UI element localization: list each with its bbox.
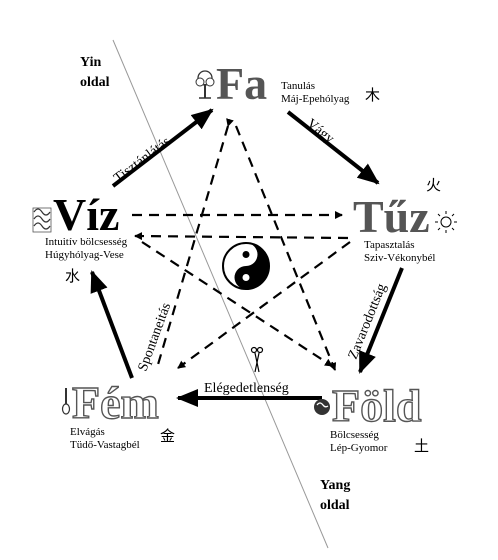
arrow-viz-to-fa bbox=[111, 108, 214, 188]
dash-fa-to-fem bbox=[155, 118, 234, 369]
element-glyph: 水 bbox=[65, 268, 80, 285]
svg-text:oldal: oldal bbox=[320, 498, 350, 513]
arrow-fa-to-tuz bbox=[286, 110, 380, 185]
element-organs: Sziv-Vékonybél bbox=[364, 252, 435, 264]
dash-viz-to-fold bbox=[141, 241, 333, 367]
control-cycle-star bbox=[132, 118, 351, 371]
shovel-icon bbox=[61, 388, 71, 415]
element-glyph: 金 bbox=[160, 428, 175, 445]
element-quality: Tanulás bbox=[281, 80, 315, 92]
yin-yang-icon bbox=[222, 242, 270, 290]
element-quality: Tapasztalás bbox=[364, 239, 415, 251]
element-organs: Húgyhólyag-Vese bbox=[45, 249, 124, 261]
element-glyph: 土 bbox=[414, 438, 429, 455]
label-fold-to-fem: Elégedetlenség bbox=[204, 381, 289, 396]
yang-side-label: Yang oldal bbox=[320, 478, 350, 513]
arrow-fem-to-viz bbox=[90, 270, 134, 379]
wave-icon bbox=[32, 207, 52, 233]
element-quality: Elvágás bbox=[70, 426, 105, 438]
element-tuz: 火 Tűz Tapasztalás Sziv-Vékonybél bbox=[353, 178, 457, 264]
element-organs: Lép-Gyomor bbox=[330, 442, 388, 454]
svg-text:Yang: Yang bbox=[320, 478, 350, 493]
element-organs: Tüdő-Vastagbél bbox=[70, 439, 140, 451]
label-fa-to-tuz: Vágy bbox=[304, 116, 337, 146]
element-glyph: 火 bbox=[426, 178, 441, 194]
dash-tuz-to-fem bbox=[177, 241, 351, 369]
svg-text:oldal: oldal bbox=[80, 75, 110, 90]
element-quality: Intuitív bölcsesség bbox=[45, 236, 128, 248]
element-quality: Bölcsesség bbox=[330, 429, 379, 441]
element-fem: Fém Elvágás Tüdő-Vastagbél 金 bbox=[61, 376, 175, 451]
earth-icon bbox=[314, 399, 330, 415]
sun-icon bbox=[435, 211, 457, 233]
dash-tuz-to-viz bbox=[134, 232, 349, 241]
generating-cycle bbox=[90, 108, 404, 407]
element-name: Fa bbox=[216, 58, 267, 109]
label-fem-to-viz: Spontaneitás bbox=[136, 301, 175, 373]
element-name: Víz bbox=[53, 189, 119, 240]
tree-icon bbox=[195, 70, 215, 99]
element-viz: Víz Intuitív bölcsesség Húgyhólyag-Vese … bbox=[32, 189, 128, 285]
element-fa: Fa Tanulás Máj-Epehólyag 木 bbox=[195, 58, 380, 109]
element-name: Tűz bbox=[353, 191, 430, 242]
element-glyph: 木 bbox=[365, 87, 380, 104]
arrow-tuz-to-fold bbox=[358, 267, 404, 374]
element-name: Föld bbox=[332, 380, 422, 431]
element-fold: Föld Bölcsesség Lép-Gyomor 土 bbox=[314, 379, 429, 455]
element-name: Fém bbox=[72, 377, 159, 428]
svg-text:Yin: Yin bbox=[80, 55, 101, 70]
scissors-icon bbox=[250, 346, 264, 373]
yin-side-label: Yin oldal bbox=[80, 55, 110, 90]
dash-fa-to-fold bbox=[234, 125, 337, 371]
element-organs: Máj-Epehólyag bbox=[281, 93, 350, 105]
